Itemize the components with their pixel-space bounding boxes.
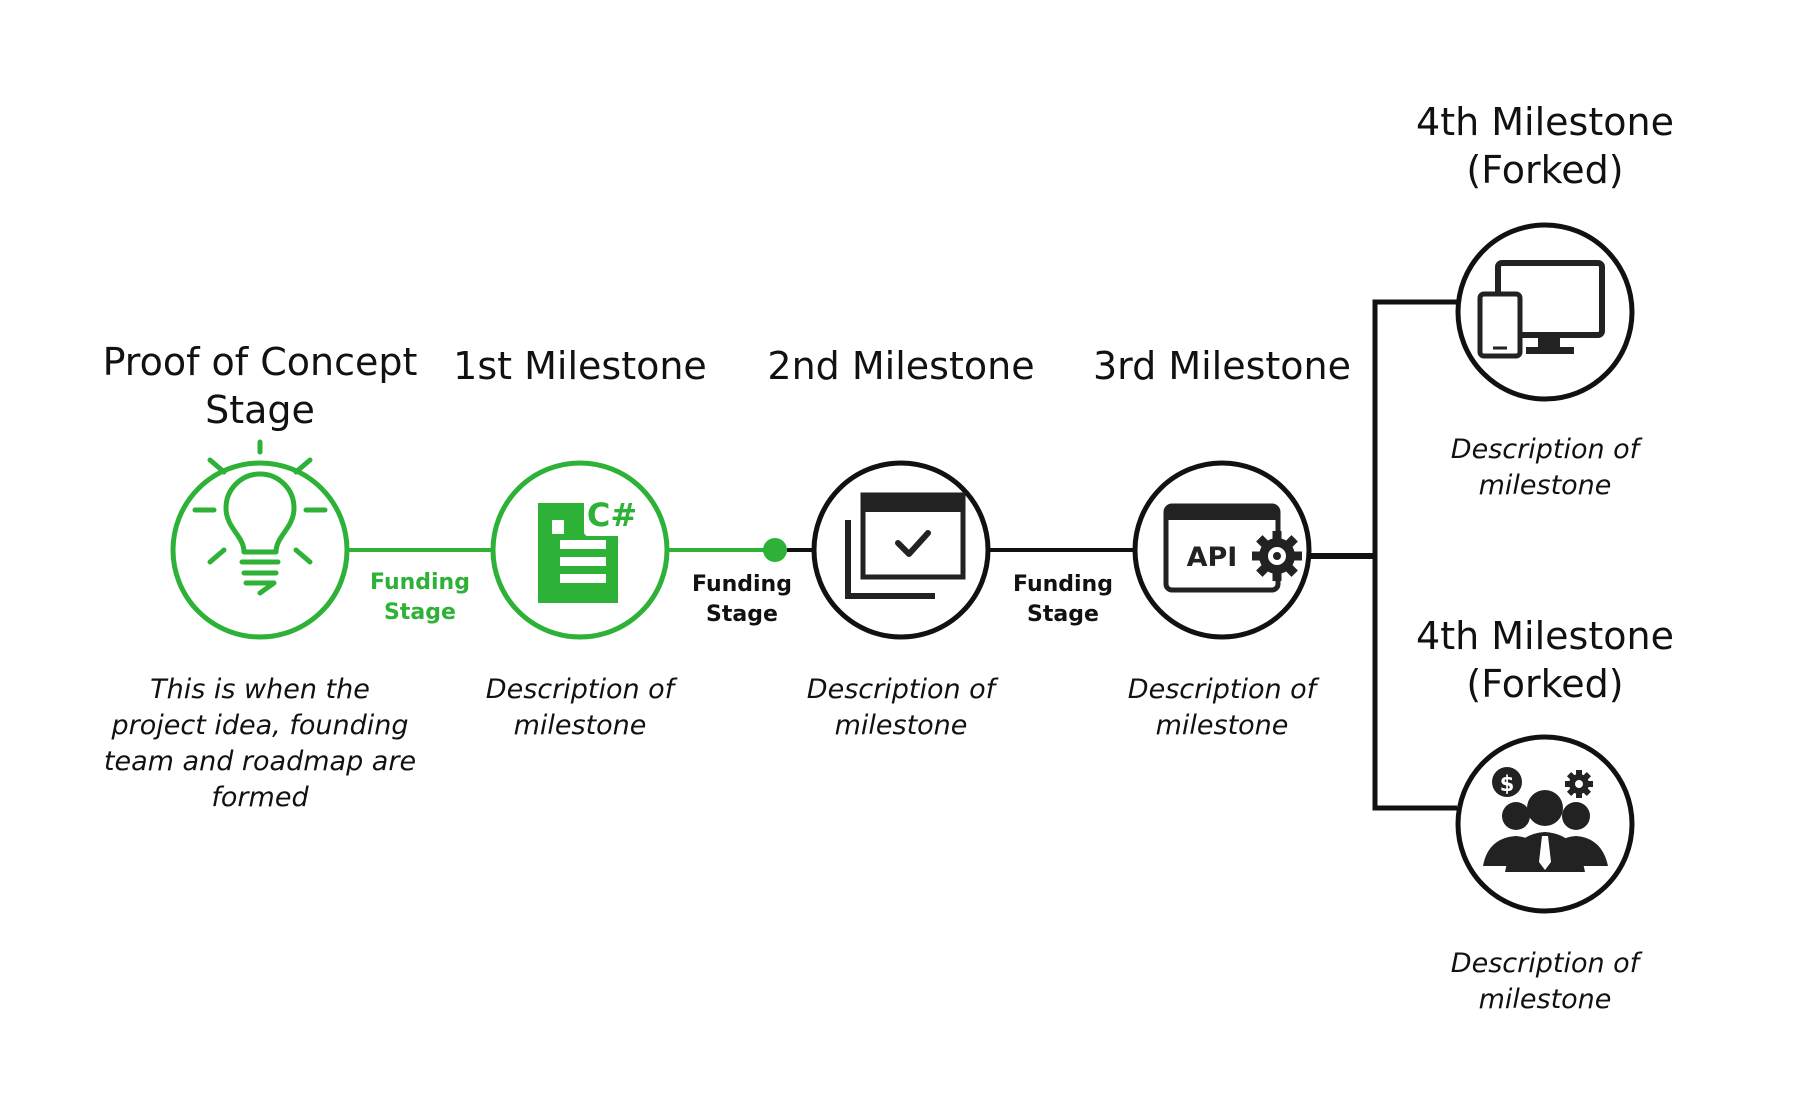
stage-title-3rd-milestone: 3rd Milestone [1092,344,1352,388]
stage-description-proof-of-concept: This is when the project idea, founding … [103,674,417,813]
stage-description-4th-milestone-forked-top: Description of milestone [1450,434,1640,501]
stage-description-1st-milestone: Description of milestone [485,674,675,741]
fork-bracket [1372,299,1457,811]
devices-icon [1477,260,1605,359]
csharp-document-icon: C# [538,490,640,603]
stage-node-4th-milestone-forked-top[interactable] [1455,222,1635,402]
stage-description-2nd-milestone: Description of milestone [806,674,996,741]
api-gear-icon: API [1163,503,1302,593]
stage-node-1st-milestone[interactable]: C# [490,460,670,640]
stage-node-proof-of-concept[interactable] [170,439,350,640]
stage-description-3rd-milestone: Description of milestone [1127,674,1317,741]
stage-title-1st-milestone: 1st Milestone [453,344,707,388]
stage-title-4th-milestone-forked-top: 4th Milestone(Forked) [1416,100,1674,192]
csharp-icon-text: C# [587,496,637,534]
stage-node-4th-milestone-forked-bottom[interactable]: $ [1455,734,1635,914]
window-check-icon [845,492,966,599]
team-business-icon: $ [1483,767,1608,872]
stage-title-4th-milestone-forked-bottom: 4th Milestone(Forked) [1416,614,1674,706]
stage-description-4th-milestone-forked-bottom: Description of milestone [1450,948,1640,1015]
lightbulb-icon [192,439,328,596]
stage-node-3rd-milestone[interactable]: API [1132,460,1312,640]
funding-dot [763,538,787,562]
stage-title-2nd-milestone: 2nd Milestone [767,344,1035,388]
stage-node-2nd-milestone[interactable] [811,460,991,640]
dollar-icon-text: $ [1500,772,1515,796]
api-icon-text: API [1187,542,1238,573]
